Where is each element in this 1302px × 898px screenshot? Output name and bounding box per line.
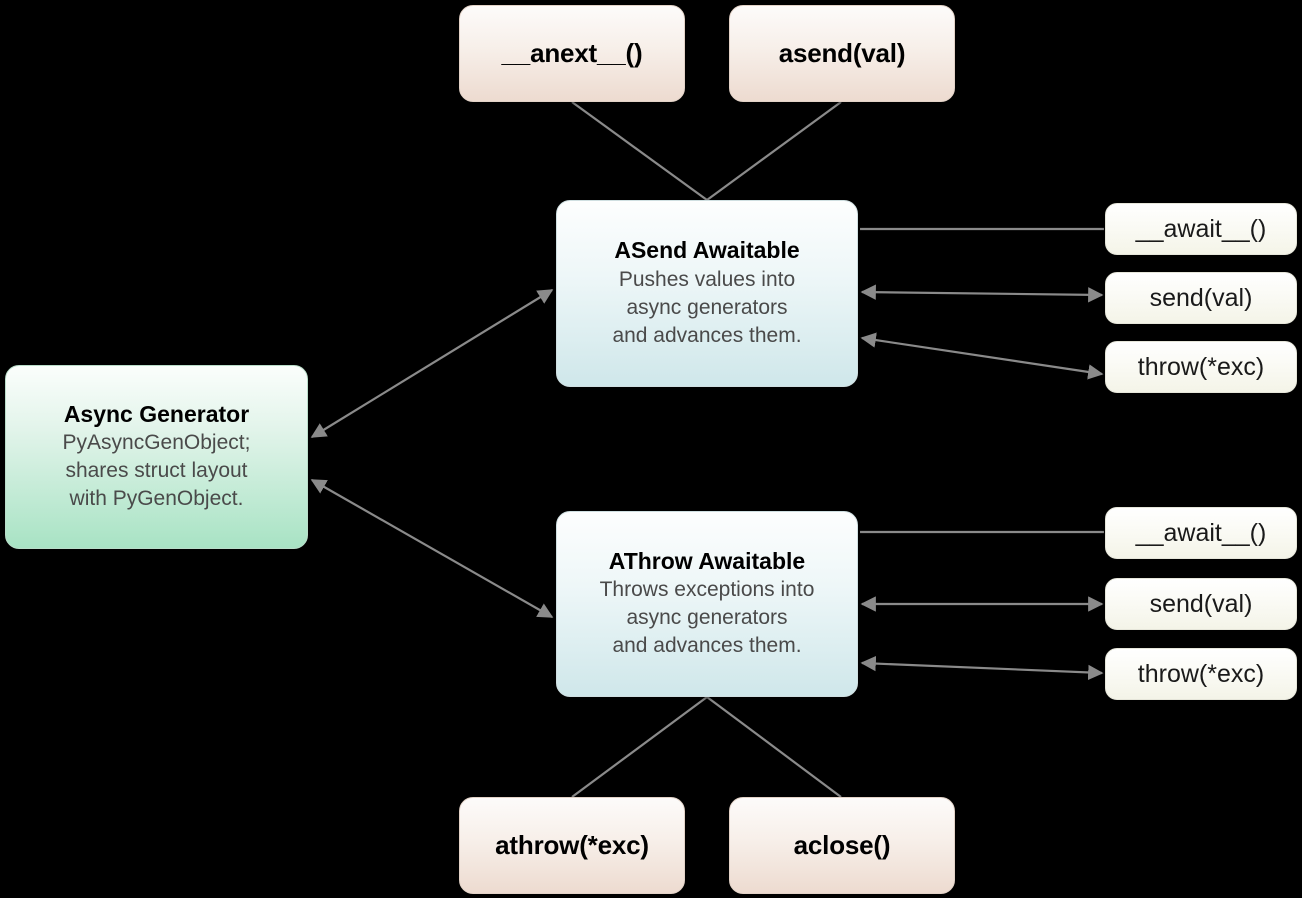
edge-athrow-method-to-athrow xyxy=(571,696,708,798)
node-asend-awaitable[interactable]: ASend Awaitable Pushes values into async… xyxy=(556,200,858,387)
description-line: async generators xyxy=(626,295,788,319)
node-description: Pushes values into async generators and … xyxy=(612,266,801,350)
node-aclose-method[interactable]: aclose() xyxy=(729,797,955,894)
node-async-generator[interactable]: Async Generator PyAsyncGenObject; shares… xyxy=(5,365,308,549)
node-asend-method[interactable]: asend(val) xyxy=(729,5,955,102)
node-athrow-slot-throw[interactable]: throw(*exc) xyxy=(1105,648,1297,700)
edge-generator-athrow xyxy=(310,479,554,618)
description-line: Pushes values into xyxy=(618,267,796,291)
node-label: asend(val) xyxy=(778,38,906,68)
edge-asend-method-to-asend xyxy=(706,101,842,201)
description-line: with PyGenObject. xyxy=(69,487,244,511)
node-athrow-method[interactable]: athrow(*exc) xyxy=(459,797,685,894)
description-line: PyAsyncGenObject; xyxy=(62,431,251,455)
edge-athrow-throw xyxy=(860,655,1104,681)
node-label: __anext__() xyxy=(501,38,643,68)
edge-asend-throw xyxy=(860,332,1104,380)
node-label: throw(*exc) xyxy=(1137,352,1265,381)
edge-generator-asend xyxy=(310,289,554,438)
node-title: Async Generator xyxy=(63,400,250,427)
node-label: __await__() xyxy=(1135,214,1267,243)
node-label: throw(*exc) xyxy=(1137,659,1265,688)
description-line: Throws exceptions into xyxy=(599,578,815,602)
node-title: AThrow Awaitable xyxy=(608,547,806,574)
node-anext-method[interactable]: __anext__() xyxy=(459,5,685,102)
node-description: Throws exceptions into async generators … xyxy=(600,576,815,660)
node-title: ASend Awaitable xyxy=(614,237,800,264)
node-description: PyAsyncGenObject; shares struct layout w… xyxy=(63,429,251,513)
description-line: async generators xyxy=(626,606,788,630)
description-line: and advances them. xyxy=(612,323,802,347)
edge-aclose-to-athrow xyxy=(706,696,842,798)
node-athrow-awaitable[interactable]: AThrow Awaitable Throws exceptions into … xyxy=(556,511,858,697)
node-label: send(val) xyxy=(1149,283,1253,312)
node-asend-slot-throw[interactable]: throw(*exc) xyxy=(1105,341,1297,393)
node-label: athrow(*exc) xyxy=(495,830,649,860)
node-asend-slot-send[interactable]: send(val) xyxy=(1105,272,1297,324)
node-label: __await__() xyxy=(1135,518,1267,547)
node-athrow-slot-await[interactable]: __await__() xyxy=(1105,507,1297,559)
node-label: send(val) xyxy=(1149,589,1253,618)
node-label: aclose() xyxy=(793,830,891,860)
node-athrow-slot-send[interactable]: send(val) xyxy=(1105,578,1297,630)
description-line: and advances them. xyxy=(612,634,802,658)
edge-asend-send xyxy=(860,284,1104,303)
edge-anext-to-asend xyxy=(571,101,708,201)
node-asend-slot-await[interactable]: __await__() xyxy=(1105,203,1297,255)
description-line: shares struct layout xyxy=(65,459,248,483)
